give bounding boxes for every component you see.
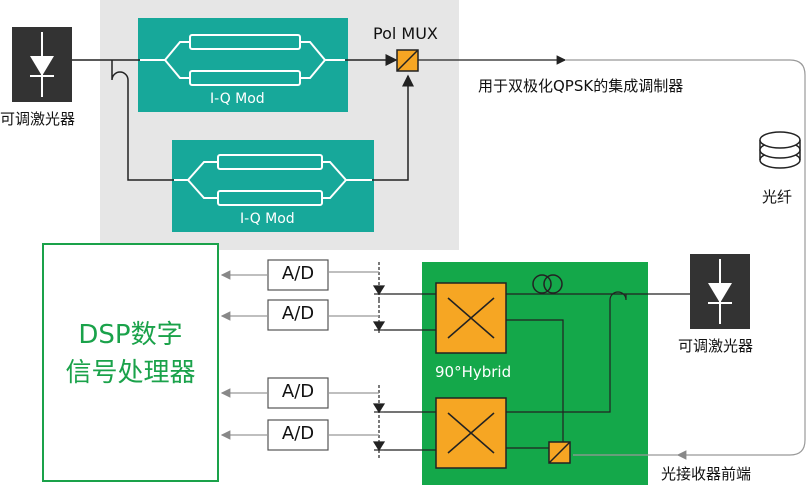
- ad-converters: [267, 259, 329, 451]
- fiber-label: 光纤: [762, 188, 793, 206]
- hybrid-label: 90°Hybrid: [435, 363, 512, 381]
- dsp-box: [42, 243, 219, 482]
- lo-laser-icon: [690, 254, 750, 329]
- fiber-spool-icon: [759, 131, 801, 169]
- pol-mux-icon: [396, 49, 419, 72]
- iq-modulator-top: [138, 18, 348, 112]
- ad-label-2: A/D: [281, 303, 315, 324]
- frontend-label: 光接收器前端: [661, 465, 752, 483]
- tx-laser-icon: [12, 27, 72, 102]
- tx-laser-label: 可调激光器: [0, 110, 76, 128]
- hybrid-top: [435, 282, 507, 354]
- coupler-icon: [532, 274, 563, 294]
- modulator-caption: 用于双极化QPSK的集成调制器: [478, 77, 684, 95]
- ad-label-4: A/D: [281, 423, 315, 444]
- photodiodes: [372, 262, 436, 458]
- ad-label-1: A/D: [281, 263, 315, 284]
- iq-mod-bottom-label: I-Q Mod: [240, 211, 295, 227]
- dsp-title-line1: DSP数字: [78, 320, 183, 350]
- ad-label-3: A/D: [281, 381, 315, 402]
- pol-mux-label: Pol MUX: [373, 24, 438, 43]
- pbs-icon: [548, 441, 571, 464]
- dsp-title-line2: 信号处理器: [65, 358, 196, 388]
- iq-modulator-bottom: [172, 140, 374, 232]
- iq-mod-top-label: I-Q Mod: [210, 91, 265, 107]
- hybrid-bottom: [435, 397, 507, 469]
- lo-laser-label: 可调激光器: [678, 337, 754, 355]
